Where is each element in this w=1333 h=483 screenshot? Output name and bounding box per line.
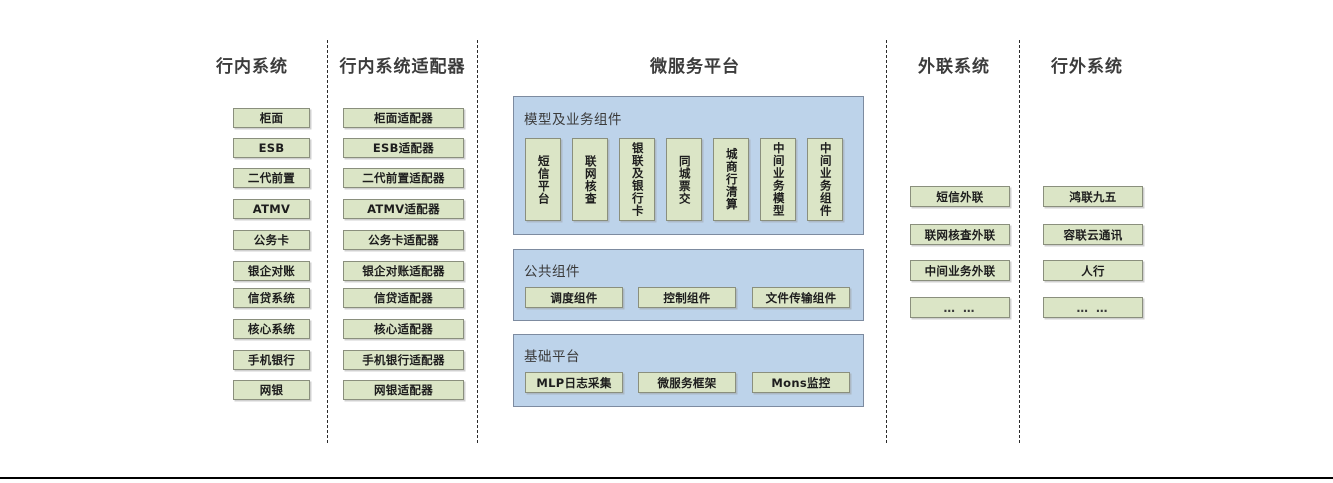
component-box[interactable]: 中间业务模型 <box>760 138 796 221</box>
bottom-divider <box>0 477 1333 479</box>
page-title-microservice-platform: 微服务平台 <box>650 57 740 77</box>
list-item[interactable]: 鸿联九五 <box>1043 186 1143 207</box>
component-label: 银联及银行卡 <box>630 142 645 217</box>
component-box[interactable]: 文件传输组件 <box>752 287 850 308</box>
list-item[interactable]: 公务卡 <box>233 230 310 250</box>
component-box[interactable]: 中间业务组件 <box>807 138 843 221</box>
list-item[interactable]: ESB <box>233 138 310 158</box>
list-item[interactable]: 二代前置 <box>233 168 310 188</box>
component-label: 城商行清算 <box>724 148 739 211</box>
list-item[interactable]: 人行 <box>1043 260 1143 281</box>
component-label: 中间业务组件 <box>818 142 833 217</box>
column-divider-4 <box>1019 40 1020 443</box>
list-item[interactable]: 中间业务外联 <box>910 260 1010 281</box>
panel-title-model-business-components: 模型及业务组件 <box>524 112 622 128</box>
component-label: 短信平台 <box>536 154 551 205</box>
list-item[interactable]: 公务卡适配器 <box>343 230 464 250</box>
list-item[interactable]: ATMV <box>233 199 310 219</box>
component-box[interactable]: 短信平台 <box>525 138 561 221</box>
list-item[interactable]: 手机银行适配器 <box>343 350 464 370</box>
page-title-inner-systems: 行内系统 <box>216 57 288 77</box>
list-item[interactable]: 柜面 <box>233 108 310 128</box>
component-box[interactable]: Mons监控 <box>752 372 850 393</box>
list-item[interactable]: 银企对账 <box>233 261 310 281</box>
list-item[interactable]: … … <box>910 297 1010 318</box>
component-box[interactable]: 同城票交 <box>666 138 702 221</box>
component-box[interactable]: 城商行清算 <box>713 138 749 221</box>
list-item[interactable]: 联网核查外联 <box>910 224 1010 245</box>
list-item[interactable]: 银企对账适配器 <box>343 261 464 281</box>
list-item[interactable]: … … <box>1043 297 1143 318</box>
list-item[interactable]: 信贷适配器 <box>343 288 464 308</box>
component-label: 中间业务模型 <box>771 142 786 217</box>
panel-public-components <box>513 249 864 321</box>
list-item[interactable]: 手机银行 <box>233 350 310 370</box>
column-divider-3 <box>886 40 887 443</box>
list-item[interactable]: 信贷系统 <box>233 288 310 308</box>
page-title-external-link-systems: 外联系统 <box>918 57 990 77</box>
page-title-inner-adapters: 行内系统适配器 <box>339 57 466 77</box>
list-item[interactable]: 柜面适配器 <box>343 108 464 128</box>
list-item[interactable]: ESB适配器 <box>343 138 464 158</box>
list-item[interactable]: 核心适配器 <box>343 319 464 339</box>
list-item[interactable]: 核心系统 <box>233 319 310 339</box>
list-item[interactable]: 网银适配器 <box>343 380 464 400</box>
page-title-offbank-systems: 行外系统 <box>1051 57 1123 77</box>
column-divider-1 <box>327 40 328 443</box>
panel-base-platform <box>513 334 864 407</box>
list-item[interactable]: ATMV适配器 <box>343 199 464 219</box>
component-box[interactable]: MLP日志采集 <box>525 372 623 393</box>
component-box[interactable]: 联网核查 <box>572 138 608 221</box>
component-box[interactable]: 银联及银行卡 <box>619 138 655 221</box>
panel-title-base-platform: 基础平台 <box>524 349 580 365</box>
component-box[interactable]: 调度组件 <box>525 287 623 308</box>
panel-title-public-components: 公共组件 <box>524 264 580 280</box>
component-label: 同城票交 <box>677 154 692 205</box>
component-box[interactable]: 微服务框架 <box>638 372 736 393</box>
list-item[interactable]: 网银 <box>233 380 310 400</box>
column-divider-2 <box>477 40 478 443</box>
list-item[interactable]: 短信外联 <box>910 186 1010 207</box>
list-item[interactable]: 容联云通讯 <box>1043 224 1143 245</box>
list-item[interactable]: 二代前置适配器 <box>343 168 464 188</box>
component-label: 联网核查 <box>583 154 598 205</box>
component-box[interactable]: 控制组件 <box>638 287 736 308</box>
